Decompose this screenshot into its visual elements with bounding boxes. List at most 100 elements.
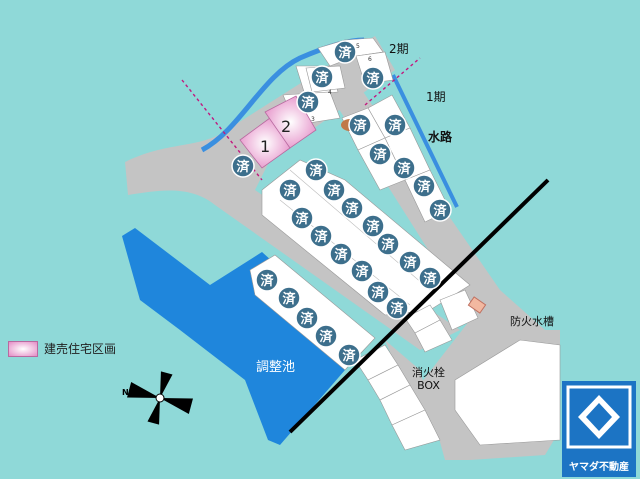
sold-badge-circle — [304, 158, 328, 182]
sold-badge: 済 — [350, 259, 374, 283]
fire-tank-marker — [467, 296, 487, 314]
sold-badge-text: 済 — [403, 255, 417, 271]
sold-badge-text: 済 — [366, 219, 380, 235]
sold-badge-circle — [348, 113, 372, 137]
logo-inner-diamond — [586, 403, 612, 431]
sold-badge-text: 済 — [314, 229, 328, 245]
sold-badge: 済 — [231, 154, 255, 178]
logo-frame — [566, 385, 632, 449]
logo-mark-icon — [566, 385, 632, 449]
sold-badge-text: 済 — [295, 211, 309, 227]
sold-badge-circle — [383, 113, 407, 137]
sold-badge-circle — [296, 90, 320, 114]
sold-badge-circle — [255, 268, 279, 292]
sold-badge-circle — [368, 142, 392, 166]
sold-badge-circle — [309, 224, 333, 248]
sold-badge-circle — [361, 214, 385, 238]
sold-badge-text: 済 — [319, 329, 333, 345]
waterway-east — [391, 74, 459, 208]
sold-badge-text: 済 — [390, 301, 404, 317]
sold-badge: 済 — [309, 224, 333, 248]
sold-badge: 済 — [322, 178, 346, 202]
sold-badge: 済 — [304, 158, 328, 182]
sold-badge-text: 済 — [236, 159, 250, 175]
sold-badge: 済 — [398, 250, 422, 274]
sold-badge-circle — [310, 65, 334, 89]
sold-badge: 済 — [333, 40, 357, 64]
sold-badge: 済 — [418, 266, 442, 290]
sold-badge-circle — [314, 324, 338, 348]
sold-badge-circle — [278, 178, 302, 202]
compass-needle-south — [160, 398, 193, 415]
legend-swatch — [8, 340, 38, 357]
sold-badge-circle — [366, 280, 390, 304]
sold-badge-text: 済 — [309, 163, 323, 179]
sold-badge: 済 — [295, 306, 319, 330]
sold-badge: 済 — [329, 242, 353, 266]
sold-badge-circle — [398, 250, 422, 274]
sold-badge-text: 済 — [417, 179, 431, 195]
sold-badge: 済 — [392, 156, 416, 180]
sold-badge: 済 — [385, 296, 409, 320]
sold-badge: 済 — [383, 113, 407, 137]
sold-badge-circle — [376, 232, 400, 256]
sold-badge-circle — [337, 343, 361, 367]
sold-badge-circle — [333, 40, 357, 64]
sold-badge-circle — [350, 259, 374, 283]
sold-badge-circle — [322, 178, 346, 202]
sold-badge: 済 — [348, 113, 372, 137]
sold-badge: 済 — [368, 142, 392, 166]
sold-badge-text: 済 — [327, 183, 341, 199]
south-lots — [354, 289, 479, 451]
lot-number-1: 1 — [260, 137, 270, 156]
sold-badge-circle — [385, 296, 409, 320]
sold-badge: 済 — [361, 66, 385, 90]
sold-badge-text: 済 — [397, 161, 411, 177]
hydrant-label: 消火栓 BOX — [412, 366, 445, 392]
sold-badge-text: 済 — [433, 203, 447, 219]
sold-badge: 済 — [361, 214, 385, 238]
sold-badge-text: 済 — [315, 70, 329, 86]
lot-s4 — [391, 409, 441, 451]
sold-badge: 済 — [337, 343, 361, 367]
sold-badges: 済済済済済済済済済済済済済済済済済済済済済済済済済済済済済済 — [231, 40, 452, 367]
sold-badge-text: 済 — [353, 118, 367, 134]
compass-icon: N — [122, 371, 193, 425]
lot-number-5: 5 — [356, 43, 360, 50]
sold-badge-circle — [412, 174, 436, 198]
sold-badge-text: 済 — [282, 291, 296, 307]
logo-text: ヤマダ不動産 — [569, 462, 629, 473]
sold-badge: 済 — [277, 286, 301, 310]
sold-badge: 済 — [340, 196, 364, 220]
sold-badge-circle — [428, 198, 452, 222]
sold-badge-circle — [329, 242, 353, 266]
sold-badge: 済 — [278, 178, 302, 202]
sold-badge-text: 済 — [423, 271, 437, 287]
lot-number-3: 3 — [311, 116, 315, 123]
fire-tank-label: 防火水槽 — [510, 315, 554, 328]
sold-badge-text: 済 — [334, 247, 348, 263]
lot-number-6: 6 — [368, 56, 372, 63]
sold-badge-text: 済 — [366, 71, 380, 87]
phase1-label: 1期 — [426, 90, 446, 104]
sold-badge: 済 — [255, 268, 279, 292]
phase-line-north — [364, 57, 421, 106]
compass-needle-west — [147, 398, 160, 425]
sold-badge: 済 — [412, 174, 436, 198]
lot-s7 — [439, 289, 479, 331]
sold-badge-text: 済 — [381, 237, 395, 253]
sold-badge: 済 — [314, 324, 338, 348]
phase2-label: 2期 — [389, 42, 409, 56]
lot-number-4: 4 — [328, 89, 332, 96]
sold-badge: 済 — [296, 90, 320, 114]
sold-badge-text: 済 — [260, 273, 274, 289]
sold-badge-circle — [418, 266, 442, 290]
sold-badge: 済 — [376, 232, 400, 256]
sold-badge-circle — [340, 196, 364, 220]
pond-label: 調整池 — [256, 360, 296, 375]
hydrant-label-line1: 消火栓 — [412, 366, 445, 379]
sold-badge-text: 済 — [300, 311, 314, 327]
sold-badge-circle — [295, 306, 319, 330]
